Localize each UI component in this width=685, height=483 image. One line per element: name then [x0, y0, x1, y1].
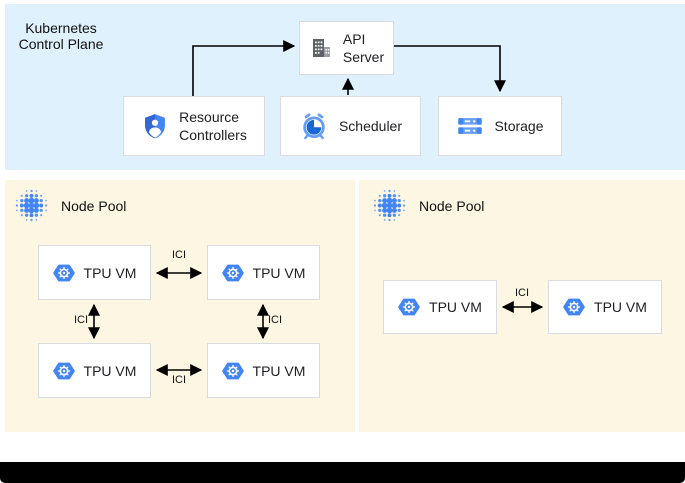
node-pool-header-right: Node Pool [373, 189, 484, 222]
node-pool-header-left: Node Pool [15, 189, 126, 222]
hexagon-gear-icon [53, 360, 75, 382]
storage-label: Storage [494, 118, 544, 134]
bottom-bar [0, 462, 685, 483]
resource-controllers-label-line2: Controllers [179, 127, 247, 143]
building-icon [309, 36, 333, 60]
tpu-vm-label: TPU VM [252, 264, 306, 281]
hexagon-gear-icon [563, 296, 585, 318]
tpu-vm-box-left-4: TPU VM [207, 343, 320, 398]
ici-label-left-pool-vertical-right: ICI [268, 314, 283, 326]
ici-label-left-pool-bottom: ICI [171, 374, 187, 386]
control-plane-title: Kubernetes Control Plane [10, 20, 112, 52]
tpu-vm-box-right-1: TPU VM [383, 280, 497, 334]
dot-cluster-icon [373, 189, 406, 222]
scheduler-label: Scheduler [338, 118, 403, 134]
node-pool-label-left: Node Pool [61, 197, 127, 214]
scheduler-box: Scheduler [280, 96, 421, 156]
hexagon-gear-icon [222, 262, 244, 284]
api-server-label: API Server [343, 30, 384, 66]
tpu-vm-label: TPU VM [252, 362, 306, 379]
node-pool-label-right: Node Pool [419, 197, 485, 214]
tpu-vm-label: TPU VM [429, 299, 482, 315]
hexagon-gear-icon [53, 262, 75, 284]
control-plane-title-line1: Kubernetes [25, 20, 97, 36]
resource-controllers-label: Resource Controllers [179, 108, 247, 144]
tpu-vm-box-left-1: TPU VM [38, 245, 151, 300]
alarm-clock-icon [299, 111, 329, 141]
ici-label-right-pool: ICI [514, 287, 530, 299]
api-server-box: API Server [299, 21, 394, 75]
hexagon-gear-icon [398, 296, 420, 318]
ici-label-left-pool-top: ICI [171, 249, 187, 261]
tpu-vm-box-left-2: TPU VM [207, 245, 320, 300]
storage-box: Storage [438, 96, 562, 156]
tpu-vm-label: TPU VM [83, 362, 137, 379]
tpu-vm-box-left-3: TPU VM [38, 343, 151, 398]
shield-user-icon [141, 112, 169, 140]
dot-cluster-icon [15, 189, 48, 222]
hexagon-gear-icon [222, 360, 244, 382]
resource-controllers-box: Resource Controllers [123, 96, 265, 156]
tpu-vm-label: TPU VM [594, 299, 647, 315]
storage-disks-icon [456, 112, 484, 140]
tpu-vm-label: TPU VM [83, 264, 137, 281]
api-server-label-line2: Server [342, 49, 385, 65]
control-plane-title-line2: Control Plane [18, 36, 104, 52]
ici-label-left-pool-vertical-left: ICI [73, 314, 88, 326]
api-server-label-line1: API [342, 31, 366, 47]
tpu-vm-box-right-2: TPU VM [548, 280, 662, 334]
resource-controllers-label-line1: Resource [179, 109, 240, 125]
